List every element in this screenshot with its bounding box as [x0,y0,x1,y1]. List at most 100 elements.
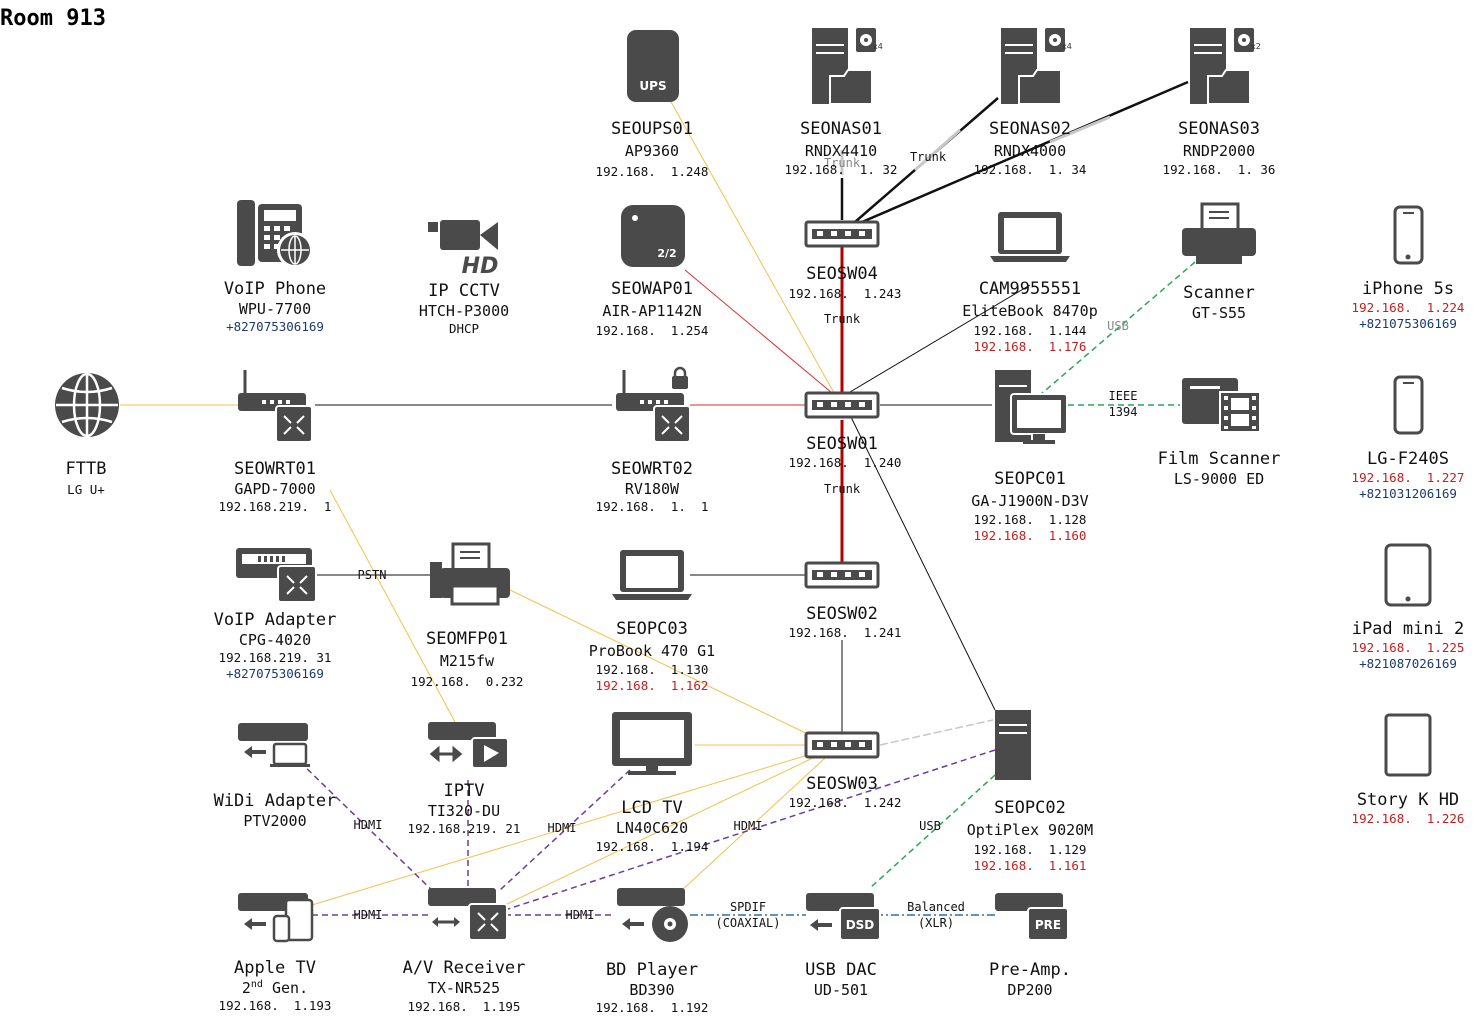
usb-dac-icon: DSD [806,893,881,941]
device-labels: FTTB LG U+ VoIP Phone WPU-7700 +82707530… [66,119,1465,1015]
device-phone: +827075306169 [226,319,324,334]
device-ip: 192.168. 1.195 [408,999,521,1014]
device-model: AP9360 [625,142,679,160]
connections [120,80,1196,916]
trunk-label: Trunk [824,482,861,496]
wireless-ap-icon: 2/2 [621,205,685,267]
hdmi-label: HDMI [354,908,383,922]
device-name: IPTV [444,781,485,801]
device-ip: 192.168.219. 21 [408,821,521,836]
device-ip: 192.168. 0.232 [411,674,524,689]
preamp-icon: PRE [995,893,1069,941]
link-ups-sw01 [669,99,839,401]
printer-icon [430,542,510,606]
device-name: LG-F240S [1367,449,1449,469]
device-ip: 192.168. 1.129 [974,842,1087,857]
disk-count: x2 [1251,42,1261,51]
device-model: AIR-AP1142N [602,302,701,320]
printer-icon [1182,202,1256,264]
trunk-grey-b [1049,115,1111,144]
device-name: Scanner [1183,283,1255,303]
device-model: RV180W [625,480,680,498]
device-ip: 192.168. 1.225 [1352,640,1465,655]
device-name: LCD TV [621,798,682,818]
device-name: SEONAS03 [1178,119,1260,139]
device-name: SEOPC01 [994,469,1066,489]
page-title: Room 913 [0,6,106,31]
nas-server-icon: x4 [1001,28,1072,105]
device-model: 2nd Gen. [242,979,308,997]
iptv-box-icon [428,722,509,769]
hdmi-label: HDMI [354,818,383,832]
device-name: SEOMFP01 [426,629,508,649]
disk-count: x4 [1062,42,1072,51]
link-wrt01-iptv [329,489,456,723]
device-name: WiDi Adapter [214,791,337,811]
balanced-label: Balanced [907,900,965,914]
smartphone-icon [1393,375,1424,435]
trunk-label: Trunk [910,150,947,164]
device-ip: 192.168. 1.194 [596,839,709,854]
device-model: PTV2000 [243,812,306,830]
device-name: SEOSW04 [806,264,878,284]
device-name: SEOWRT01 [234,459,316,479]
device-name: SEOWRT02 [611,459,693,479]
device-ip: 192.168. 1. 34 [974,162,1087,177]
device-ip: 192.168.219. 31 [219,650,332,665]
device-ip-secondary: 192.168. 1.162 [596,678,709,693]
link-sw03-pc02 [879,719,994,746]
device-model: WPU-7700 [239,300,311,318]
device-name: CAM9955551 [979,279,1081,299]
link-widi-avr [299,761,441,899]
device-name: VoIP Phone [224,279,326,299]
device-name: SEONAS02 [989,119,1071,139]
trunk-grey-a [914,128,961,172]
device-ip: 192.168. 1.227 [1352,470,1465,485]
device-name: VoIP Adapter [214,610,337,630]
device-name: SEOPC03 [616,619,688,639]
device-name: SEOPC02 [994,798,1066,818]
device-model: HTCH-P3000 [419,302,509,320]
device-name: Story K HD [1357,790,1459,810]
desktop-pc-icon [995,710,1031,780]
smartphone-icon [1393,205,1424,265]
nas-server-icon: x4 [812,28,883,105]
device-ip: 192.168.219. 1 [219,499,332,514]
device-model: M215fw [440,652,495,670]
device-model: LN40C620 [616,819,688,837]
link-nas03-sw04 [861,80,1189,224]
device-name: SEOSW02 [806,604,878,624]
device-model: TX-NR525 [428,979,500,997]
device-model: GAPD-7000 [234,480,315,498]
tv-icon [612,712,692,775]
link-sw01-pc02 [849,414,996,711]
device-ip: 192.168. 1. 36 [1163,162,1276,177]
hdmi-label: HDMI [548,821,577,835]
device-name: SEONAS01 [800,119,882,139]
device-name: SEOSW03 [806,774,878,794]
device-name: Film Scanner [1158,449,1281,469]
trunk-label: Trunk [824,312,861,326]
laptop-icon [990,212,1070,262]
device-ip: 192.168. 1.242 [789,795,902,810]
device-ip: 192.168. 1.254 [596,323,709,338]
device-phone: +827075306169 [226,666,324,681]
pre-badge: PRE [1035,918,1061,932]
device-ip: 192.168. 1.241 [789,625,902,640]
spdif-label: SPDIF [730,900,766,914]
pstn-label: PSTN [358,568,387,582]
balanced-label: (XLR) [918,916,954,930]
device-name: SEOSW01 [806,434,878,454]
device-ip: 192.168. 1.193 [219,998,332,1013]
device-ip: DHCP [449,321,479,336]
device-ip: 192.168. 1.248 [596,164,709,179]
hd-badge: HD [462,254,499,279]
voip-phone-icon [237,200,313,268]
device-model: UD-501 [814,981,868,999]
device-model: ProBook 470 G1 [589,642,715,660]
device-ip-secondary: 192.168. 1.161 [974,858,1087,873]
icons: HD UPS x4 x4 [55,28,1432,943]
link-pc02-dac [869,774,996,889]
device-model: LS-9000 ED [1174,470,1264,488]
desktop-pc-icon [995,370,1068,444]
